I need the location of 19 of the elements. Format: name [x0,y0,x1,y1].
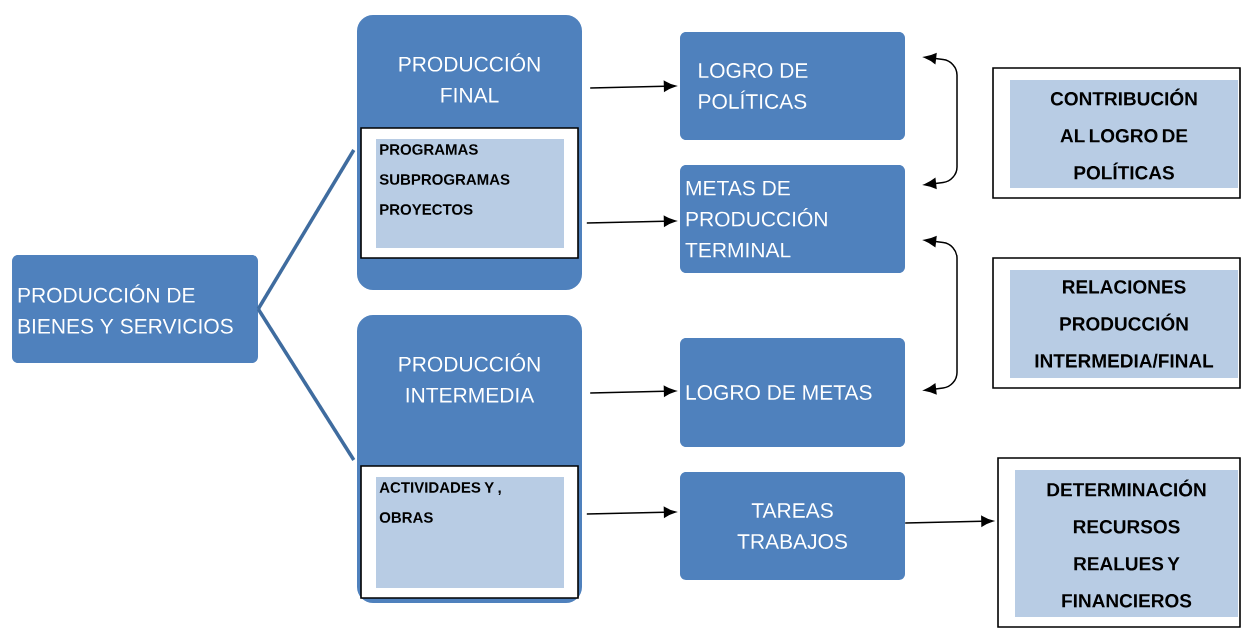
connector-line [256,149,356,310]
result-box: RELACIONES PRODUCCIÓN INTERMEDIA/FINAL [992,257,1241,389]
arrow [589,385,676,397]
result-box: DETERMINACIÓN RECURSOS REALUES Y FINANCIEROS [997,457,1241,628]
process-box: PRODUCCIÓN DE BIENES Y SERVICIOS [12,255,258,363]
program-box: PROGRAMAS SUBPROGRAMAS PROYECTOS [360,127,579,259]
arrow [904,515,994,527]
process-box: LOGRO DE POLÍTICAS [680,32,905,140]
program-box: ACTIVIDADES Y , OBRAS [360,465,579,599]
double-arrow [924,53,958,189]
process-box: TAREAS TRABAJOS [680,472,905,580]
result-box: CONTRIBUCIÓN AL LOGRO DE POLÍTICAS [992,67,1241,199]
arrow [586,506,676,518]
process-box: METAS DE PRODUCCIÓN TERMINAL [680,165,905,273]
arrow [589,80,676,92]
process-box: LOGRO DE METAS [680,338,905,447]
arrow [586,215,676,227]
connector-line [256,308,356,461]
double-arrow [924,236,958,395]
